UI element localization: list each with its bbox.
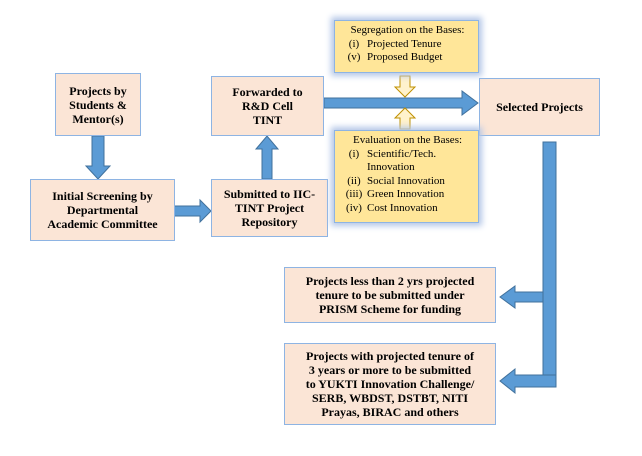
segregation-criteria-box: Segregation on the Bases: (i) Projected … bbox=[334, 20, 479, 73]
item-number: (iii) bbox=[345, 188, 363, 200]
list-item: (iii) Green Innovation bbox=[341, 188, 474, 202]
initial-screening-box: Initial Screening by Departmental Academ… bbox=[30, 179, 175, 241]
item-number: (ii) bbox=[347, 174, 361, 187]
evaluation-criteria-box: Evaluation on the Bases: (i) Scientific/… bbox=[334, 130, 479, 223]
item-text: Proposed Budget bbox=[367, 51, 443, 63]
box-line: TINT Project bbox=[234, 201, 305, 215]
box-line: tenure to be submitted under bbox=[315, 288, 465, 302]
box-line: SERB, WBDST, DSTBT, NITI bbox=[311, 391, 469, 405]
arrow-to-prism bbox=[499, 285, 544, 309]
arrow-evaluation-up bbox=[393, 107, 417, 130]
box-line: Submitted to IIC- bbox=[223, 187, 316, 201]
item-continuation: Innovation bbox=[367, 161, 415, 173]
arrow-to-yukti bbox=[499, 367, 557, 395]
projects-by-students-box: Projects by Students & Mentor(s) bbox=[55, 73, 141, 136]
list-item: (iv) Cost Innovation bbox=[341, 202, 474, 216]
submitted-to-iic-box: Submitted to IIC- TINT Project Repositor… bbox=[211, 179, 328, 237]
box-line: Mentor(s) bbox=[72, 111, 124, 126]
arrow-segregation-down bbox=[393, 75, 417, 98]
evaluation-header: Evaluation on the Bases: bbox=[352, 134, 463, 146]
item-text: Projected Tenure bbox=[367, 37, 442, 50]
item-text: Social Innovation bbox=[367, 174, 445, 187]
box-line: Repository bbox=[241, 215, 298, 229]
list-item: (i) Projected Tenure bbox=[341, 38, 474, 52]
selected-projects-box: Selected Projects bbox=[479, 78, 600, 136]
box-line: Projects with projected tenure of bbox=[306, 349, 474, 363]
list-item: (ii) Social Innovation bbox=[341, 175, 474, 189]
box-line: Forwarded to bbox=[232, 85, 303, 99]
box-line: R&D Cell bbox=[241, 99, 293, 113]
item-text: Cost Innovation bbox=[367, 201, 438, 214]
item-number: (i) bbox=[348, 37, 360, 50]
arrow-submitted-to-forwarded bbox=[254, 135, 280, 180]
yukti-projects-box: Projects with projected tenure of 3 year… bbox=[284, 343, 496, 425]
box-line: TINT bbox=[252, 113, 283, 127]
box-line: Students & bbox=[69, 97, 127, 112]
list-item: (i) Scientific/Tech. bbox=[341, 148, 474, 162]
arrow-screening-to-submitted bbox=[173, 198, 212, 224]
box-line: Selected Projects bbox=[496, 100, 583, 114]
arrow-forwarded-to-selected bbox=[323, 90, 479, 116]
connector-selected-vertical bbox=[542, 141, 557, 381]
box-line: 3 years or more to be submitted bbox=[308, 363, 472, 377]
prism-projects-box: Projects less than 2 yrs projected tenur… bbox=[284, 267, 496, 323]
box-line: Prayas, BIRAC and others bbox=[321, 405, 459, 419]
item-number: (iv) bbox=[346, 201, 362, 214]
box-line: to YUKTI Innovation Challenge/ bbox=[305, 377, 475, 391]
box-line: Projects by bbox=[69, 83, 127, 98]
segregation-header: Segregation on the Bases: bbox=[350, 24, 465, 36]
box-line: PRISM Scheme for funding bbox=[318, 302, 462, 316]
item-number: (v) bbox=[347, 51, 361, 63]
box-line: Departmental bbox=[66, 203, 139, 217]
box-line: Academic Committee bbox=[47, 217, 158, 231]
item-text: Scientific/Tech. bbox=[367, 147, 437, 160]
item-number: (i) bbox=[348, 147, 360, 160]
arrow-students-to-screening bbox=[84, 135, 112, 180]
item-text: Green Innovation bbox=[367, 188, 445, 200]
box-line: Projects less than 2 yrs projected bbox=[305, 274, 475, 288]
forwarded-to-rd-box: Forwarded to R&D Cell TINT bbox=[211, 76, 324, 136]
box-line: Initial Screening by bbox=[52, 189, 153, 203]
list-item: (v) Proposed Budget bbox=[341, 51, 474, 65]
